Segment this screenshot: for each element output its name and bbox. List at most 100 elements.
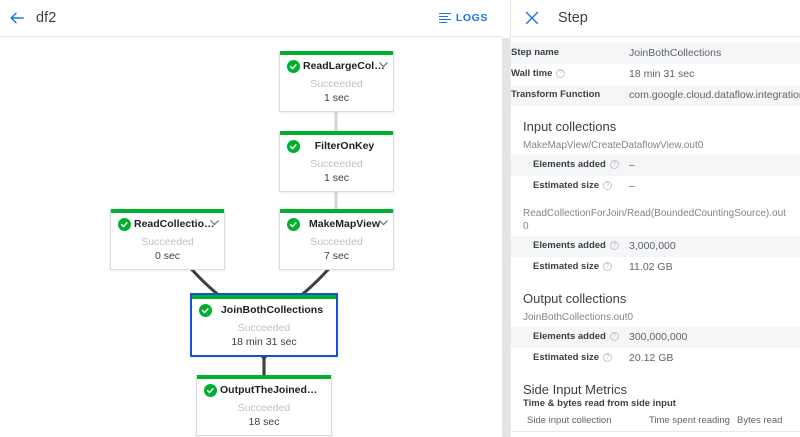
node-status-bar <box>111 209 224 213</box>
panel-scrollbar[interactable] <box>502 38 510 437</box>
graph-node-read-large-collection[interactable]: ReadLargeCollectionFr... Succeeded 1 sec <box>279 51 394 112</box>
column-header-side-input-collection: Side input collection <box>511 412 649 432</box>
cell-bytes-read: 10.14 GB <box>737 432 800 437</box>
node-title: ReadCollectionForJoin <box>134 218 220 230</box>
cell-side-input-collection: MakeMapView/CreateDataflowView.out0 <box>511 432 649 437</box>
side-input-metrics-table: Side input collection Time spent reading… <box>511 412 800 437</box>
graph-node-output-the-joined-collection[interactable]: OutputTheJoinedCollec... Succeeded 18 se… <box>196 375 332 436</box>
node-status-bar <box>280 209 393 213</box>
logs-button-label: LOGS <box>455 12 488 24</box>
chevron-down-icon[interactable] <box>378 218 388 228</box>
row-value: JoinBothCollections <box>629 47 722 59</box>
node-status: Succeeded <box>310 236 363 248</box>
close-icon[interactable] <box>524 10 540 26</box>
column-header-bytes-read: Bytes read <box>737 412 800 432</box>
row-value: – <box>629 159 635 171</box>
node-title: JoinBothCollections <box>220 304 324 316</box>
node-status: Succeeded <box>237 322 291 334</box>
job-topbar: df2 LOGS <box>0 0 502 37</box>
graph-node-join-both-collections[interactable]: JoinBothCollections Succeeded 18 min 31 … <box>190 293 338 357</box>
step-panel-title: Step <box>558 10 588 26</box>
check-circle-icon <box>287 217 300 231</box>
logs-button[interactable]: LOGS <box>438 12 488 24</box>
row-label: Transform Function <box>511 89 601 100</box>
node-time: 18 min 31 sec <box>231 336 297 348</box>
node-time: 1 sec <box>323 172 350 184</box>
input-collections-heading: Input collections <box>523 119 617 134</box>
table-row: Elements added? 3,000,000 <box>511 236 800 257</box>
row-value: 11.02 GB <box>629 261 673 273</box>
graph-node-filter-on-key[interactable]: FilterOnKey Succeeded 1 sec <box>279 131 394 192</box>
help-icon[interactable]: ? <box>556 69 566 78</box>
node-status-bar <box>280 131 393 135</box>
job-graph-canvas[interactable]: ReadLargeCollectionFr... Succeeded 1 sec… <box>0 37 502 437</box>
row-value: 300,000,000 <box>629 331 688 343</box>
node-title: FilterOnKey <box>314 140 375 152</box>
node-time: 0 sec <box>154 250 181 262</box>
chevron-down-icon[interactable] <box>378 60 388 70</box>
step-panel-header: Step <box>511 0 800 37</box>
table-row: Elements added? – <box>511 155 800 176</box>
table-row: Step name JoinBothCollections <box>511 43 800 64</box>
node-status: Succeeded <box>310 78 363 90</box>
row-label: Elements added? <box>511 155 629 176</box>
help-icon[interactable]: ? <box>609 241 619 250</box>
table-header-row: Side input collection Time spent reading… <box>511 412 800 432</box>
node-time: 7 sec <box>323 250 350 262</box>
node-time: 1 sec <box>323 92 350 104</box>
node-time: 18 sec <box>248 416 280 428</box>
row-value: – <box>629 180 635 192</box>
help-icon[interactable]: ? <box>603 181 612 190</box>
help-icon[interactable]: ? <box>603 353 612 362</box>
node-status-bar <box>197 375 331 379</box>
help-icon[interactable]: ? <box>609 332 619 341</box>
page-title: df2 <box>36 10 57 26</box>
table-row: Estimated size? – <box>511 176 800 197</box>
help-icon[interactable]: ? <box>609 160 619 169</box>
row-label: Estimated size? <box>511 348 629 369</box>
step-details-panel: Step Step name JoinBothCollections Wall … <box>511 0 800 437</box>
row-value: 20.12 GB <box>629 352 674 364</box>
output-collection-0-table: Elements added? 300,000,000 Estimated si… <box>511 327 800 369</box>
node-status-bar <box>192 295 336 299</box>
node-status: Succeeded <box>237 402 291 414</box>
table-row: Wall time? 18 min 31 sec <box>511 64 800 85</box>
table-row: Transform Function com.google.cloud.data… <box>511 85 800 106</box>
table-row: Elements added? 300,000,000 <box>511 327 800 348</box>
row-value: 18 min 31 sec <box>629 68 695 80</box>
check-circle-icon <box>204 383 217 397</box>
row-label: Estimated size? <box>511 176 629 197</box>
arrow-left-icon[interactable] <box>0 0 34 37</box>
node-status: Succeeded <box>141 236 194 248</box>
graph-node-read-collection-for-join[interactable]: ReadCollectionForJoin Succeeded 0 sec <box>110 209 225 270</box>
row-label: Estimated size? <box>511 257 629 278</box>
output-collections-heading: Output collections <box>523 291 627 306</box>
row-value: 3,000,000 <box>629 240 676 252</box>
help-icon[interactable]: ? <box>603 262 612 271</box>
cell-time-spent-reading: 10 min 3 sec <box>649 432 737 437</box>
collection-name: MakeMapView/CreateDataflowView.out0 <box>523 140 704 151</box>
row-label: Wall time? <box>511 64 629 85</box>
graph-node-make-map-view[interactable]: MakeMapView Succeeded 7 sec <box>279 209 394 270</box>
step-summary-table: Step name JoinBothCollections Wall time?… <box>511 43 800 106</box>
check-circle-icon <box>287 59 300 73</box>
pane-divider <box>510 0 511 437</box>
node-status-bar <box>280 51 393 55</box>
chevron-down-icon[interactable] <box>209 218 219 228</box>
table-row: Estimated size? 20.12 GB <box>511 348 800 369</box>
collection-name: JoinBothCollections.out0 <box>523 312 634 323</box>
input-collection-1-table: Elements added? 3,000,000 Estimated size… <box>511 236 800 278</box>
check-circle-icon <box>287 139 300 153</box>
job-graph-pane: df2 LOGS <box>0 0 502 437</box>
check-circle-icon <box>118 217 131 231</box>
step-panel-body: Step name JoinBothCollections Wall time?… <box>511 37 800 437</box>
row-label: Step name <box>511 47 560 58</box>
column-header-time-spent-reading: Time spent reading <box>649 412 737 432</box>
table-row: MakeMapView/CreateDataflowView.out0 10 m… <box>511 432 800 437</box>
node-status: Succeeded <box>310 158 363 170</box>
collection-name: ReadCollectionForJoin/Read(BoundedCounti… <box>523 208 786 232</box>
row-label: Elements added? <box>511 236 629 257</box>
side-input-metrics-heading: Side Input Metrics <box>523 382 628 397</box>
table-row: Estimated size? 11.02 GB <box>511 257 800 278</box>
